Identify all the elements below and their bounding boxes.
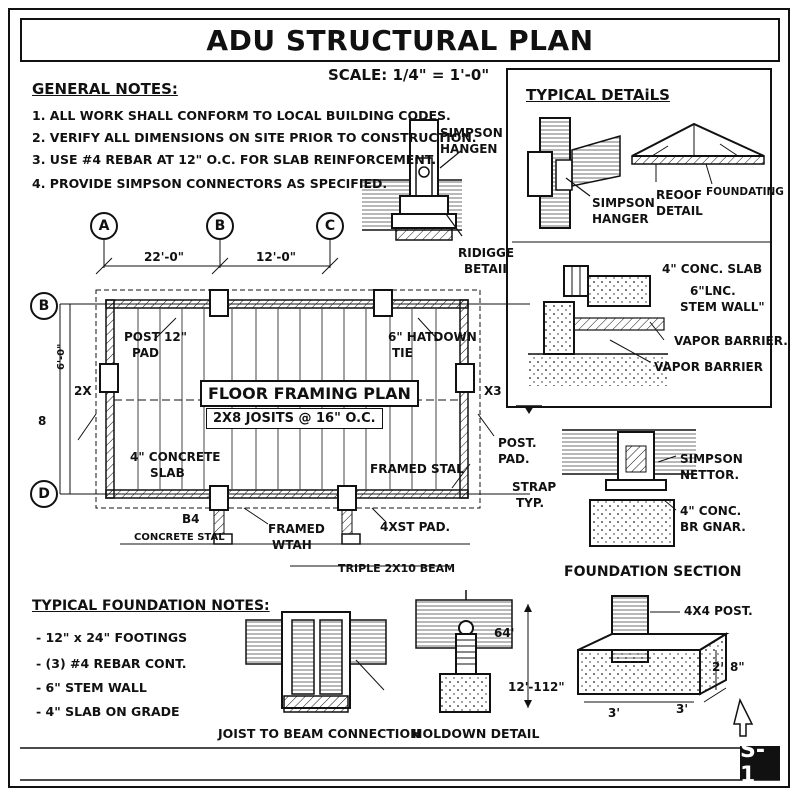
foundation-note-item: - (3) #4 REBAR CONT.	[36, 656, 187, 671]
dim-2-label: 2'	[712, 660, 725, 674]
concrete-slab-label: 4" CONCRETE	[130, 450, 221, 464]
strap-label: TYP.	[516, 496, 545, 510]
foundation-note-item: - 6" STEM WALL	[36, 680, 147, 695]
simpson-label: SIMPSON	[680, 452, 743, 466]
drawing-sheet	[8, 8, 790, 788]
post-pad-right-label: POST.	[498, 436, 537, 450]
holdown-dim-label: 64'	[494, 626, 515, 640]
general-notes-heading: GENERAL NOTES:	[32, 80, 178, 98]
foundation-section-heading: FOUNDATION SECTION	[564, 564, 742, 580]
dim-3b-label: 3'	[676, 702, 689, 716]
floor-plan-subtitle: 2X8 JOSITS @ 16" O.C.	[206, 408, 383, 429]
post-pad-label: POST 12"	[124, 330, 187, 344]
left-dimension-label: 6'-0"	[56, 343, 67, 370]
sheet-number: S-1	[740, 738, 780, 788]
post-label: 4X4 POST.	[684, 604, 753, 618]
left-mark-label: 8	[38, 414, 47, 428]
scale-label: SCALE: 1/4" = 1'-0"	[328, 66, 490, 84]
general-note-item: 1. ALL WORK SHALL CONFORM TO LOCAL BUILD…	[32, 108, 451, 123]
grid-bubble-c: C	[316, 212, 344, 240]
floor-plan-title: FLOOR FRAMING PLAN	[200, 380, 419, 407]
sheet-title: ADU STRUCTURAL PLAN	[20, 18, 780, 62]
framed-wtah-label: FRAMED	[268, 522, 325, 536]
typical-details-drawings	[512, 117, 770, 386]
holdown-drawing	[415, 590, 532, 713]
strap-label: STRAP	[512, 480, 557, 494]
foundation-notes-heading: TYPICAL FOUNDATION NOTES:	[32, 598, 270, 614]
conc-label: 4" CONC.	[680, 504, 742, 518]
foundation-note-item: - 4" SLAB ON GRADE	[36, 704, 180, 719]
holdown-caption: HOLDOWN DETAIL	[412, 726, 540, 741]
post-pad-right-label: PAD.	[498, 452, 530, 466]
foundation-note-item: - 12" x 24" FOOTINGS	[36, 630, 188, 645]
dim-8-label: 8"	[730, 660, 745, 674]
grid-bubble-b-row: B	[30, 292, 58, 320]
ridge-label: RIDIGGE	[458, 246, 515, 260]
ridge-hanger-label: HANGEN	[440, 142, 498, 156]
concrete-slab-label: SLAB	[150, 466, 185, 480]
left-2x-label: 2X	[74, 384, 92, 398]
holdown-dim-label: 12'-112"	[508, 680, 565, 694]
b4-label: B4	[182, 512, 200, 526]
dimension-label: 12'-0"	[256, 250, 296, 264]
dim-3a-label: 3'	[608, 706, 621, 720]
post-pad-label: PAD	[132, 346, 159, 360]
joist-beam-caption: JOIST TO BEAM CONNECTION	[218, 726, 421, 741]
ridge-detail-label: BETAII	[464, 262, 507, 276]
conc-slab-label: 4" CONC. SLAB	[662, 262, 763, 276]
general-note-item: 3. USE #4 REBAR AT 12" O.C. FOR SLAB REI…	[32, 152, 437, 167]
vapor-barrier-label: VAPOR BARRIER.	[674, 334, 788, 348]
concrete-stal-label: CONCRETE STAL	[134, 532, 225, 543]
simpson-hanger-label: HANGER	[592, 212, 649, 226]
grid-bubble-b: B	[206, 212, 234, 240]
stem-wall-label: STEM WALL"	[680, 300, 765, 314]
framed-wtah-label: WTAH	[272, 538, 312, 552]
holdown-tie-label: TIE	[392, 346, 413, 360]
roof-detail-label: DETAIL	[656, 204, 703, 218]
dimension-label: 22'-0"	[144, 250, 184, 264]
nettor-label: NETTOR.	[680, 468, 740, 482]
simpson-nettor-drawing	[562, 429, 696, 547]
foundation-section-drawing	[577, 595, 754, 737]
conc-label: BR GNAR.	[680, 520, 746, 534]
ridge-detail-drawing	[362, 119, 463, 241]
triple-beam-label: TRIPLE 2X10 BEAM	[338, 562, 456, 575]
general-note-item: 2. VERIFY ALL DIMENSIONS ON SITE PRIOR T…	[32, 130, 477, 145]
vapor-barrier-label: VAPOR BARRIER	[654, 360, 763, 374]
joist-beam-drawing	[245, 611, 387, 713]
general-note-item: 4. PROVIDE SIMPSON CONNECTORS AS SPECIFI…	[32, 176, 388, 191]
grid-bubble-a: A	[90, 212, 118, 240]
grid-bubble-d-row: D	[30, 480, 58, 508]
pad-4xst-label: 4XST PAD.	[380, 520, 451, 534]
simpson-hanger-label: SIMPSON	[592, 196, 655, 210]
stem-wall-label: 6"LNC.	[690, 284, 736, 298]
holdown-tie-label: 6" HATDOWN	[388, 330, 477, 344]
ridge-simpson-label: SIMPSON	[440, 126, 503, 140]
typical-details-heading: TYPICAL DETAiLS	[526, 86, 670, 104]
typical-details-box	[506, 68, 772, 408]
foundating-label: FOUNDATING	[706, 186, 784, 198]
right-x3-label: X3	[484, 384, 502, 398]
roof-detail-label: REOOF	[656, 188, 703, 202]
framed-stal-label: FRAMED STAL	[370, 462, 464, 476]
